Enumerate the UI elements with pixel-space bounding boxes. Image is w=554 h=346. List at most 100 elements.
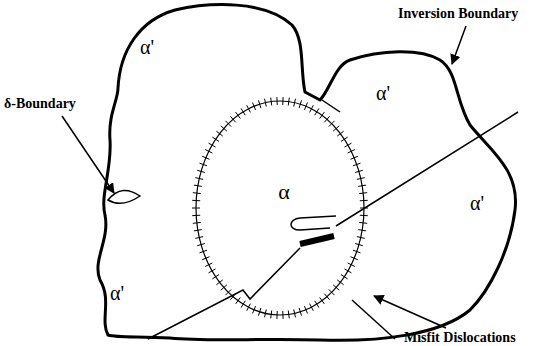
misfit-dislocation [288, 98, 289, 106]
callout-label: δ-Boundary [4, 96, 76, 111]
misfit-dislocation [276, 97, 277, 105]
callout-label: Inversion Boundary [398, 6, 518, 21]
misfit-dislocation [310, 105, 314, 112]
misfit-dislocation [359, 222, 367, 224]
misfit-dislocation [212, 137, 219, 141]
leader-line [452, 26, 466, 64]
misfit-dislocation [236, 297, 241, 303]
ellipse-outline [190, 95, 370, 321]
misfit-dislocation [359, 192, 367, 194]
misfit-dislocation [241, 108, 245, 115]
misfit-dislocation [192, 208, 200, 209]
misfit-dislocation [348, 150, 355, 154]
misfit-dislocation [195, 178, 203, 180]
misfit-dislocation [353, 163, 361, 166]
misfit-dislocation [333, 285, 339, 290]
misfit-dislocation [357, 178, 365, 180]
misfit-dislocation [344, 269, 351, 273]
inversion-boundary [291, 216, 336, 230]
callout-label: Misfit Dislocations [404, 330, 516, 345]
misfit-dislocation [276, 311, 277, 319]
misfit-dislocation [225, 121, 231, 127]
misfit-dislocation [205, 150, 212, 154]
misfit-dislocation [230, 294, 235, 300]
misfit-dislocation [282, 311, 283, 319]
misfit-dislocation [247, 105, 251, 112]
misfit-dislocation [197, 243, 205, 245]
misfit-dislocation [337, 280, 343, 285]
misfit-dislocation [341, 137, 348, 141]
misfit-dislocation [333, 126, 339, 131]
phase-label: α' [140, 36, 154, 58]
grain-outline [98, 5, 516, 341]
misfit-dislocation [315, 108, 319, 115]
phase-label: α [278, 181, 290, 203]
misfit-dislocation [324, 116, 329, 122]
domain-boundary [352, 300, 395, 339]
misfit-dislocation [341, 275, 348, 279]
leader-line [374, 296, 446, 328]
misfit-dislocation [195, 237, 203, 239]
misfit-dislocation [194, 185, 202, 186]
misfit-dislocation [199, 163, 207, 166]
misfit-dislocation [271, 98, 272, 106]
misfit-dislocation [258, 308, 260, 316]
misfit-dislocation [202, 257, 209, 260]
misfit-dislocation [216, 280, 222, 285]
inversion-boundary [336, 112, 518, 226]
misfit-dislocation [337, 131, 343, 136]
misfit-dislocation [194, 230, 202, 231]
misfit-dislocation [299, 308, 301, 316]
misfit-dislocation [209, 143, 216, 147]
misfit-dislocation [212, 275, 219, 279]
misfit-dislocation [225, 289, 231, 295]
misfit-dislocation [315, 301, 319, 308]
misfit-dislocation [230, 116, 235, 122]
misfit-dislocation [350, 156, 357, 159]
misfit-dislocation [355, 243, 363, 245]
phase-label: α' [470, 192, 484, 214]
misfit-dislocation [221, 285, 227, 290]
misfit-dislocation [236, 112, 241, 118]
misfit-dislocation [241, 301, 245, 308]
misfit-dislocation [197, 170, 205, 172]
misfit-dislocation [329, 289, 335, 295]
misfit-dislocation [247, 304, 251, 311]
misfit-dislocation [282, 97, 283, 105]
misfit-dislocation [193, 192, 201, 194]
misfit-dislocation [299, 100, 301, 108]
misfit-dislocation [192, 200, 200, 201]
misfit-dislocation [320, 112, 325, 118]
misfit-dislocation [357, 237, 365, 239]
misfit-dislocation [355, 170, 363, 172]
misfit-dislocation [329, 121, 335, 127]
misfit-dislocation [209, 269, 216, 273]
misfit-dislocation [192, 215, 200, 216]
misfit-dislocation [320, 297, 325, 303]
misfit-dislocation [348, 263, 355, 267]
misfit-dislocation [360, 200, 368, 201]
misfit-dislocation [253, 103, 256, 110]
misfit-dislocation [253, 306, 256, 313]
misfit-dislocation [294, 309, 296, 317]
misfit-dislocation [358, 185, 366, 186]
misfit-dislocation [344, 143, 351, 147]
interface [196, 101, 364, 315]
domain-boundary [322, 100, 340, 112]
misfit-dislocation [258, 100, 260, 108]
misfit-dislocation [221, 126, 227, 131]
misfit-dislocation [358, 230, 366, 231]
misfit-dislocation [304, 103, 307, 110]
phase-label: α' [110, 282, 124, 304]
misfit-dislocation [304, 306, 307, 313]
misfit-dislocation [288, 310, 289, 318]
precipitate-ellipse: α [190, 95, 370, 321]
phase-label: α' [376, 82, 390, 104]
antiphase-segment [300, 236, 334, 244]
misfit-dislocation [202, 156, 209, 159]
inversion-boundary [148, 248, 300, 339]
misfit-dislocation [360, 208, 368, 209]
misfit-dislocation [360, 215, 368, 216]
